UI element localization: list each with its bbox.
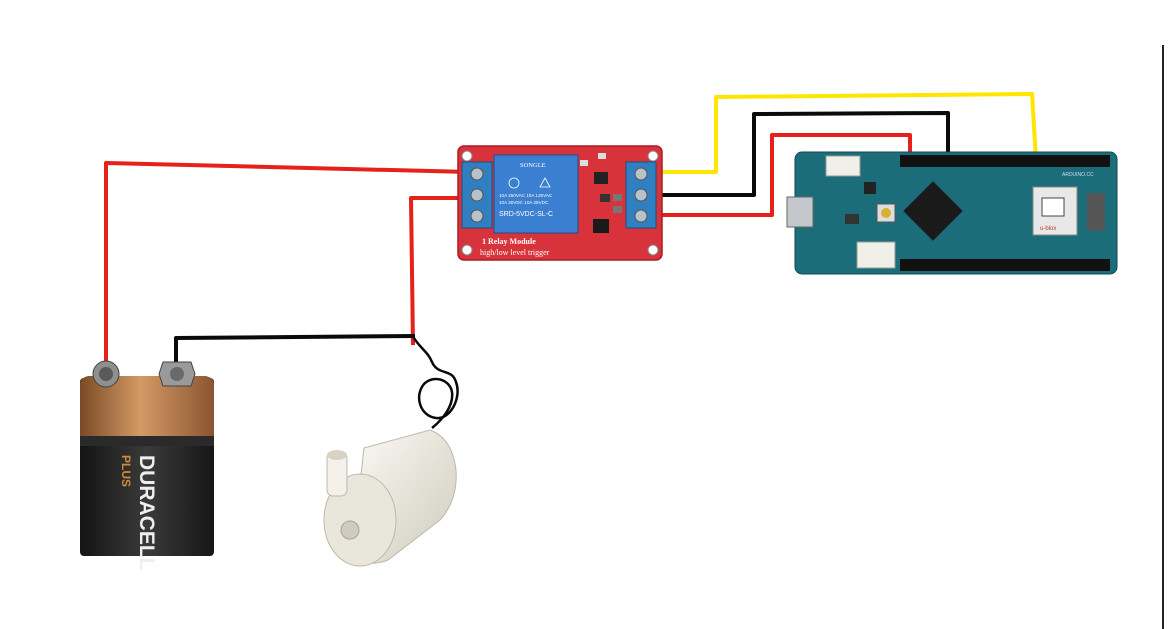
warning-icon [539, 177, 551, 188]
battery-brand: DURACELL [135, 455, 158, 571]
wire-black-gnd[interactable] [642, 111, 950, 197]
relay-rating-ac: 10A 250VAC 10A 125VAC [499, 193, 553, 198]
wire-red-relay-pump[interactable] [409, 196, 475, 346]
relay-module[interactable]: SONGLE 10A 250VAC 10A 125VAC 10A 30VDC 1… [457, 145, 663, 261]
relay-output-terminal[interactable] [461, 161, 493, 229]
arduino-board[interactable]: u-blox ARDUINO.CC [786, 151, 1118, 275]
relay-brand: SONGLE [520, 162, 546, 169]
battery-positive-terminal[interactable] [92, 360, 120, 388]
jst-connector-top[interactable] [825, 155, 861, 177]
ce-mark-icon [508, 177, 520, 189]
relay-title-line2: high/low level trigger [480, 248, 550, 257]
battery-negative-terminal[interactable] [158, 361, 196, 387]
arduino-top-header[interactable] [900, 155, 1110, 167]
pump-lead-coil [412, 337, 459, 429]
wires [104, 92, 1038, 429]
relay-title-line1: 1 Relay Module [482, 237, 536, 246]
relay-model: SRD-5VDC-SL-C [499, 211, 553, 218]
battery-sub: PLUS [119, 455, 133, 487]
battery-9v[interactable]: DURACELL PLUS [80, 360, 214, 571]
frame-edge [1162, 45, 1164, 629]
relay-rating-dc: 10A 30VDC 10A 28VDC [499, 200, 549, 205]
wire-red-vcc[interactable] [642, 133, 912, 217]
wire-yellow-signal[interactable] [642, 92, 1038, 174]
relay-cube: SONGLE 10A 250VAC 10A 125VAC 10A 30VDC 1… [493, 154, 579, 234]
arduino-brand: ARDUINO.CC [1062, 172, 1094, 178]
antenna-connector [1087, 193, 1105, 231]
microcontroller-chip [903, 181, 963, 241]
transistor [594, 172, 608, 184]
pump-inlet [340, 520, 360, 540]
jumper [593, 219, 609, 233]
water-pump[interactable] [323, 429, 457, 567]
arduino-bottom-header[interactable] [900, 259, 1110, 271]
jst-connector-bottom[interactable] [856, 241, 896, 269]
wire-red-battery-relay[interactable] [104, 161, 471, 366]
relay-input-terminal[interactable] [625, 161, 657, 229]
ublox-label: u-blox [1040, 226, 1056, 232]
wire-black-battery-pump[interactable] [174, 334, 416, 364]
usb-port[interactable] [786, 196, 814, 228]
